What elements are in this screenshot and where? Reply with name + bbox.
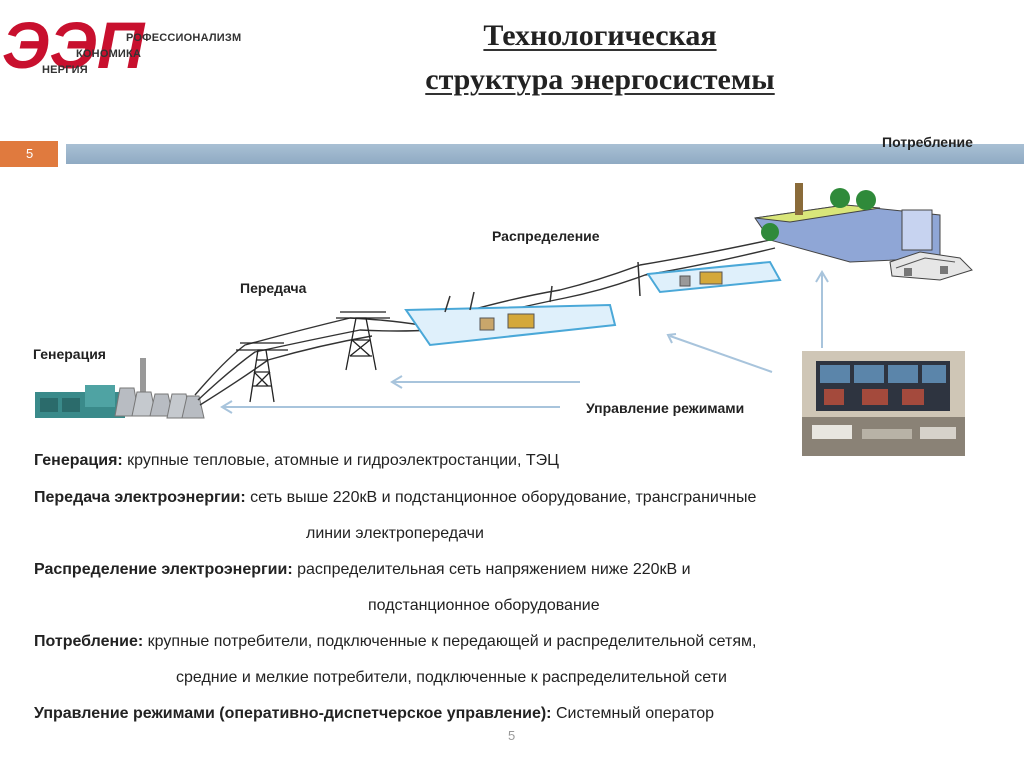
slide-number-box: 5	[0, 141, 58, 167]
company-logo: ЭЭП РОФЕССИОНАЛИЗМ КОНОМИКА НЕРГИЯ	[2, 6, 252, 82]
body-desc: линии электропередачи	[306, 525, 484, 542]
body-term: Передача электроэнергии:	[34, 489, 246, 506]
body-line-generation: Генерация: крупные тепловые, атомные и г…	[34, 450, 559, 472]
control-room-photo	[802, 351, 965, 456]
label-distribution: Распределение	[492, 228, 600, 244]
body-line-control: Управление режимами (оперативно-диспетче…	[34, 703, 714, 725]
body-desc: подстанционное оборудование	[368, 597, 600, 614]
body-term: Управление режимами (оперативно-диспетче…	[34, 705, 552, 722]
body-desc: сеть выше 220кВ и подстанционное оборудо…	[245, 489, 757, 506]
label-control: Управление режимами	[586, 400, 745, 416]
city-consumers-illustration	[754, 183, 973, 281]
body-desc: крупные потребители, подключенные к пере…	[143, 633, 757, 650]
control-arrows	[220, 270, 829, 414]
body-term: Распределение электроэнергии:	[34, 561, 293, 578]
power-system-diagram	[35, 183, 973, 419]
body-desc: крупные тепловые, атомные и гидроэлектро…	[122, 452, 559, 469]
label-transmission: Передача	[240, 280, 307, 296]
substation-platform-2	[637, 260, 782, 297]
body-line-transmission: Передача электроэнергии: сеть выше 220кВ…	[34, 487, 756, 509]
body-line-consumption-cont: средние и мелкие потребители, подключенн…	[176, 667, 727, 689]
body-line-consumption: Потребление: крупные потребители, подклю…	[34, 631, 756, 653]
control-room-image	[802, 351, 965, 456]
body-term: Потребление:	[34, 633, 144, 650]
logo-line-3: НЕРГИЯ	[42, 64, 88, 76]
transmission-tower-2	[336, 311, 390, 371]
logo-mark: ЭЭП	[2, 8, 146, 82]
power-plant-illustration	[35, 358, 205, 419]
title-line-1: Технологическая	[483, 19, 717, 52]
body-desc: Системный оператор	[551, 705, 715, 722]
footer-slide-number: 5	[508, 728, 516, 743]
body-line-distribution-cont: подстанционное оборудование	[368, 595, 600, 617]
logo-line-1: РОФЕССИОНАЛИЗМ	[126, 32, 242, 44]
body-desc: распределительная сеть напряжением ниже …	[292, 561, 691, 578]
title-line-2: структура энергосистемы	[425, 63, 775, 96]
substation-platform-1	[404, 285, 617, 347]
body-line-transmission-cont: линии электропередачи	[306, 523, 484, 545]
body-desc: средние и мелкие потребители, подключенн…	[176, 669, 727, 686]
page-title: Технологическая структура энергосистемы	[360, 14, 840, 102]
transmission-tower-1	[236, 342, 288, 403]
body-line-distribution: Распределение электроэнергии: распредели…	[34, 559, 691, 581]
logo-letters: ЭЭП	[2, 8, 146, 78]
body-term: Генерация:	[34, 452, 123, 469]
label-consumption: Потребление	[882, 134, 973, 150]
label-generation: Генерация	[33, 346, 106, 362]
logo-line-2: КОНОМИКА	[76, 48, 142, 60]
header-bar	[66, 144, 1024, 164]
